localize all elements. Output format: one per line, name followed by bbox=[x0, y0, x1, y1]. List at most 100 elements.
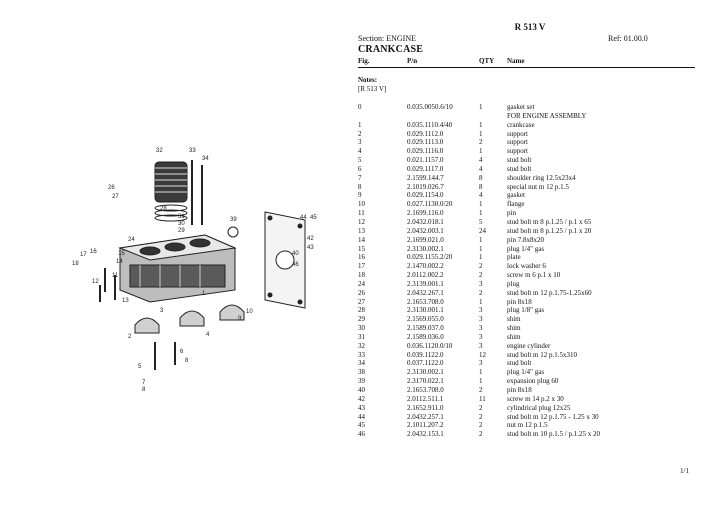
part-qty: 3 bbox=[479, 332, 483, 341]
part-name: flange bbox=[507, 200, 525, 209]
part-name: stud bolt m 12 p.1.75 - 1.25 x 30 bbox=[507, 412, 599, 421]
engine-cylinder-drawing bbox=[154, 161, 188, 222]
part-qty: 2 bbox=[479, 288, 483, 297]
part-fig: 9 bbox=[358, 191, 362, 200]
part-fig: 42 bbox=[358, 394, 365, 403]
part-fig: 10 bbox=[358, 200, 365, 209]
callout-34: 34 bbox=[202, 156, 209, 162]
part-fig: 32 bbox=[358, 341, 365, 350]
part-name: gasket set bbox=[507, 103, 535, 111]
part-qty: 1 bbox=[479, 377, 483, 386]
column-qty: QTY bbox=[479, 57, 495, 65]
callout-28: 28 bbox=[160, 206, 167, 212]
callout-29: 29 bbox=[178, 228, 185, 234]
part-number: 2.3130.002.1 bbox=[407, 368, 444, 377]
callout-44: 44 bbox=[300, 215, 307, 221]
part-number: 2.1699.116.0 bbox=[407, 209, 444, 218]
column-pn: P/n bbox=[407, 57, 418, 65]
callout-13: 13 bbox=[122, 298, 129, 304]
part-fig: 7 bbox=[358, 173, 362, 182]
part-fig: 31 bbox=[358, 332, 365, 341]
table-row: FOR ENGINE ASSEMBLY bbox=[358, 112, 695, 121]
part-name: screw m 14 p.2 x 30 bbox=[507, 394, 564, 403]
part-qty: 3 bbox=[479, 341, 483, 350]
page-heading: CRANKCASE bbox=[358, 44, 424, 55]
part-qty: 1 bbox=[479, 147, 483, 156]
part-name: plug 1/4" gas bbox=[507, 368, 545, 377]
part-fig: 4 bbox=[358, 147, 362, 156]
part-qty: 1 bbox=[479, 244, 483, 253]
part-name: shoulder ring 12.5x23x4 bbox=[507, 173, 576, 182]
part-qty: 2 bbox=[479, 138, 483, 147]
part-qty: 3 bbox=[479, 324, 483, 333]
part-number: 0.029.1116.0 bbox=[407, 147, 444, 156]
flange-drawing bbox=[264, 211, 306, 309]
callout-18: 18 bbox=[72, 261, 79, 267]
diagram-drawing: 32 33 34 26 27 31 30 28 29 24 39 44 45 1… bbox=[72, 148, 317, 393]
part-name: engine cylinder bbox=[507, 341, 551, 350]
callout-24: 24 bbox=[128, 237, 135, 243]
callout-1: 1 bbox=[202, 291, 206, 297]
part-number: 2.1019.026.7 bbox=[407, 182, 444, 191]
part-name: shim bbox=[507, 324, 521, 333]
part-fig: 46 bbox=[358, 430, 365, 439]
callout-7: 7 bbox=[142, 380, 146, 386]
callout-9: 9 bbox=[238, 316, 242, 322]
part-name: lock washer 6 bbox=[507, 262, 546, 271]
part-qty: 1 bbox=[479, 235, 483, 244]
part-fig: 18 bbox=[358, 271, 365, 280]
part-number: 0.035.0050.6/10 bbox=[407, 103, 453, 111]
callout-6: 6 bbox=[180, 349, 184, 355]
part-fig: 5 bbox=[358, 156, 362, 165]
part-fig: 39 bbox=[358, 377, 365, 386]
part-fig: 17 bbox=[358, 262, 365, 271]
part-name: special nut m 12 p.1.5 bbox=[507, 182, 569, 191]
part-qty: 3 bbox=[479, 306, 483, 315]
part-qty: 11 bbox=[479, 394, 486, 403]
part-name: stud bolt m 12 p.1.75-1.25x60 bbox=[507, 288, 592, 297]
part-fig: 40 bbox=[358, 386, 365, 394]
parts-table-header: Fig. P/n QTY Name bbox=[358, 55, 695, 68]
part-fig: 16 bbox=[358, 253, 365, 262]
crankcase-exploded-diagram: 32 33 34 26 27 31 30 28 29 24 39 44 45 1… bbox=[20, 80, 340, 410]
part-fig: 13 bbox=[358, 226, 365, 235]
part-name: stud bolt bbox=[507, 359, 532, 368]
part-qty: 8 bbox=[479, 182, 483, 191]
part-name: stud bolt bbox=[507, 156, 532, 165]
part-name: shim bbox=[507, 332, 521, 341]
part-fig: 43 bbox=[358, 403, 365, 412]
part-number: 0.035.1110.4/40 bbox=[407, 120, 453, 129]
part-number: 0.029.1112.0 bbox=[407, 129, 444, 138]
part-fig: 12 bbox=[358, 217, 365, 226]
callout-32: 32 bbox=[156, 148, 163, 154]
part-qty: 2 bbox=[479, 421, 483, 430]
callout-30: 30 bbox=[178, 221, 185, 227]
column-fig: Fig. bbox=[358, 57, 370, 65]
part-name: plug 1/4" gas bbox=[507, 244, 545, 253]
section-label: Section: ENGINE bbox=[358, 34, 416, 43]
part-fig: 45 bbox=[358, 421, 365, 430]
part-qty: 4 bbox=[479, 156, 483, 165]
part-number: 2.1699.021.0 bbox=[407, 235, 444, 244]
part-name: gasket bbox=[507, 191, 525, 200]
page-number: 1/1 bbox=[680, 467, 689, 475]
callout-42: 42 bbox=[307, 236, 314, 242]
callout-39: 39 bbox=[230, 217, 237, 223]
part-name: pin 8x18 bbox=[507, 386, 532, 394]
